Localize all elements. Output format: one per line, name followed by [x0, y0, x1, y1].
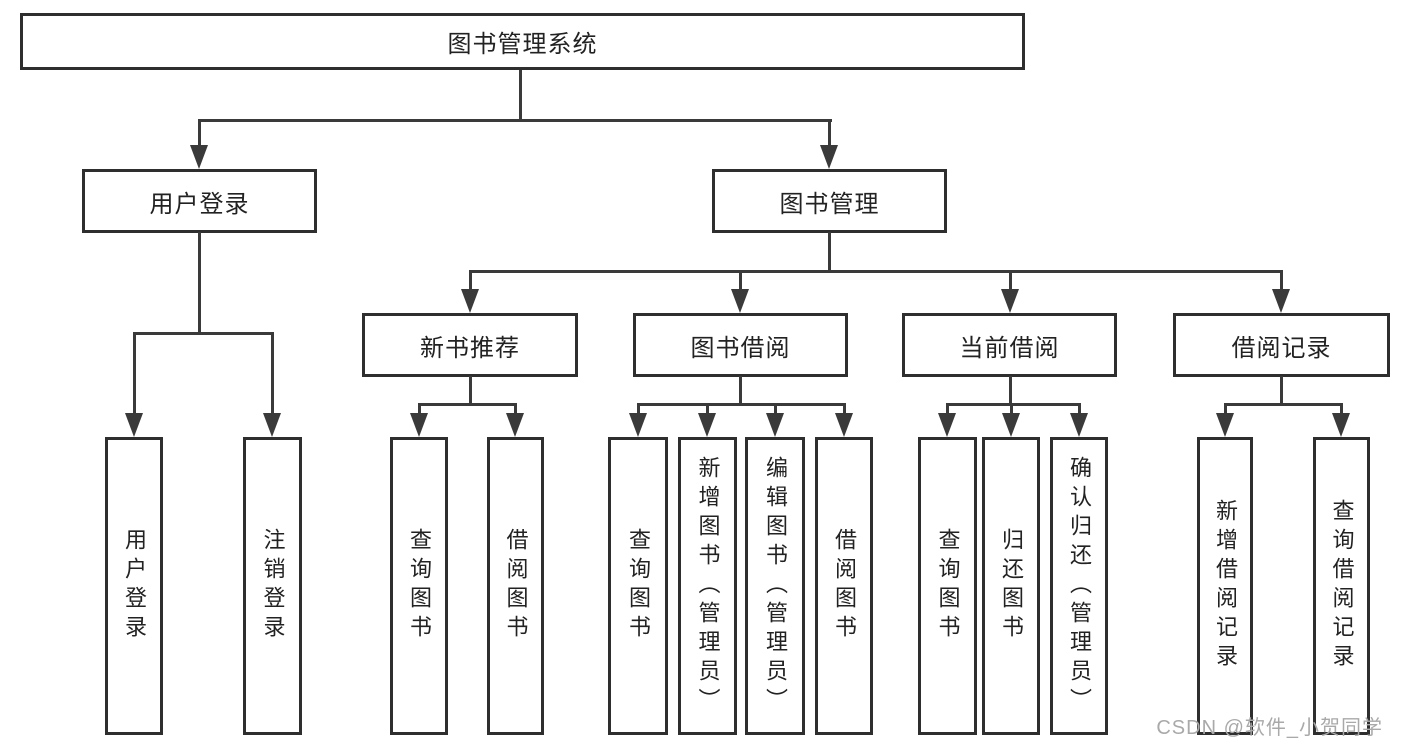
node-label: 查询借阅记录: [1329, 499, 1355, 673]
connector-line: [514, 403, 517, 416]
node-label: 图书借阅: [690, 334, 791, 362]
connector-line: [739, 376, 742, 406]
node-leaf-borrow-books-borrowing: 借阅图书: [815, 437, 873, 735]
connector-line: [828, 119, 831, 147]
connector-line: [1280, 376, 1283, 406]
connector-line: [1010, 403, 1013, 416]
connector-line: [1078, 403, 1081, 416]
node-label: 新增图书（管理员）: [695, 455, 721, 717]
node-label: 查询图书: [626, 528, 651, 644]
arrowhead-icon: [731, 289, 749, 313]
arrowhead-icon: [1001, 289, 1019, 313]
node-leaf-add-books-admin: 新增图书（管理员）: [678, 437, 737, 735]
connector-line: [519, 70, 522, 120]
arrowhead-icon: [506, 413, 524, 437]
node-label: 当前借阅: [959, 334, 1060, 362]
connector-line: [706, 403, 709, 416]
connector-line: [198, 232, 201, 335]
arrowhead-icon: [766, 413, 784, 437]
node-label: 确认归还（管理员）: [1067, 455, 1092, 717]
node-leaf-return-books: 归还图书: [982, 437, 1040, 735]
arrowhead-icon: [410, 413, 428, 437]
connector-line: [1224, 403, 1343, 406]
node-leaf-query-books-borrowing: 查询图书: [608, 437, 668, 735]
node-leaf-query-borrow-record: 查询借阅记录: [1313, 437, 1370, 735]
connector-line: [843, 403, 846, 416]
connector-line: [637, 403, 846, 406]
arrowhead-icon: [938, 413, 956, 437]
node-book-management: 图书管理: [712, 169, 947, 233]
node-book-borrowing: 图书借阅: [633, 313, 848, 377]
node-leaf-logout: 注销登录: [243, 437, 302, 735]
node-user-login: 用户登录: [82, 169, 317, 233]
node-label: 借阅图书: [832, 528, 857, 644]
arrowhead-icon: [263, 413, 281, 437]
node-leaf-user-login: 用户登录: [105, 437, 163, 735]
connector-line: [418, 403, 421, 416]
node-current-borrowing: 当前借阅: [902, 313, 1117, 377]
node-label: 新书推荐: [420, 334, 520, 362]
connector-line: [133, 332, 136, 415]
arrowhead-icon: [461, 289, 479, 313]
node-label: 用户登录: [149, 190, 250, 218]
node-leaf-query-books-recommendation: 查询图书: [390, 437, 448, 735]
node-label: 用户登录: [122, 528, 147, 644]
arrowhead-icon: [629, 413, 647, 437]
arrowhead-icon: [190, 145, 208, 169]
connector-line: [1009, 270, 1012, 291]
node-leaf-edit-books-admin: 编辑图书（管理员）: [745, 437, 805, 735]
connector-line: [946, 403, 949, 416]
connector-line: [469, 376, 472, 406]
connector-line: [469, 270, 472, 291]
connector-line: [774, 403, 777, 416]
node-new-book-recommendation: 新书推荐: [362, 313, 578, 377]
node-leaf-confirm-return-admin: 确认归还（管理员）: [1050, 437, 1108, 735]
connector-line: [469, 270, 1283, 273]
arrowhead-icon: [1272, 289, 1290, 313]
arrowhead-icon: [820, 145, 838, 169]
arrowhead-icon: [125, 413, 143, 437]
arrowhead-icon: [1070, 413, 1088, 437]
arrowhead-icon: [698, 413, 716, 437]
node-label: 借阅记录: [1231, 334, 1332, 362]
connector-line: [1224, 403, 1227, 416]
connector-line: [946, 403, 1081, 406]
connector-line: [271, 332, 274, 415]
arrowhead-icon: [1002, 413, 1020, 437]
connector-line: [198, 119, 201, 147]
connector-line: [1340, 403, 1343, 416]
node-label: 借阅图书: [503, 528, 529, 644]
csdn-watermark: CSDN @软件_小贺同学: [1156, 717, 1383, 739]
node-borrowing-records: 借阅记录: [1173, 313, 1390, 377]
connector-line: [1280, 270, 1283, 291]
connector-line: [133, 332, 274, 335]
node-label: 图书管理系统: [447, 31, 598, 58]
node-leaf-add-borrow-record: 新增借阅记录: [1197, 437, 1253, 735]
node-leaf-borrow-books-recommendation: 借阅图书: [487, 437, 544, 735]
connector-line: [637, 403, 640, 416]
node-label: 归还图书: [999, 528, 1024, 644]
connector-line: [739, 270, 742, 291]
node-label: 查询图书: [407, 528, 432, 644]
node-leaf-query-books-current: 查询图书: [918, 437, 977, 735]
connector-line: [1009, 376, 1012, 406]
connector-line: [418, 403, 517, 406]
arrowhead-icon: [1216, 413, 1234, 437]
node-label: 新增借阅记录: [1213, 499, 1238, 673]
arrowhead-icon: [835, 413, 853, 437]
node-label: 查询图书: [935, 528, 961, 644]
node-label: 图书管理: [779, 190, 880, 218]
connector-line: [828, 232, 831, 273]
arrowhead-icon: [1332, 413, 1350, 437]
node-label: 编辑图书（管理员）: [763, 455, 788, 717]
node-library-management-system: 图书管理系统: [20, 13, 1025, 70]
connector-line: [198, 119, 832, 122]
node-label: 注销登录: [260, 528, 286, 644]
